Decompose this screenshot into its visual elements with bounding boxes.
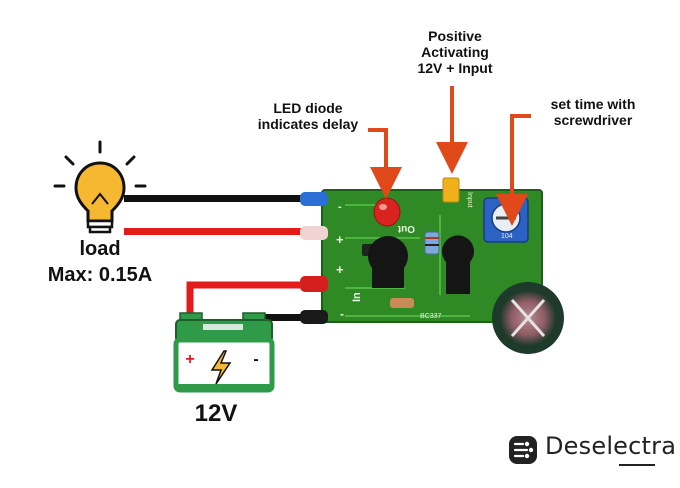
- pcb-out-plus: +: [336, 232, 344, 247]
- pcb-out-label: Out: [397, 223, 415, 234]
- battery-icon: [173, 312, 275, 393]
- callout-arrows: [368, 86, 531, 226]
- load-max-label: Max: 0.15A: [47, 264, 153, 286]
- pcb-in-plus: +: [336, 262, 344, 277]
- led-label: LED diode indicates delay: [257, 100, 359, 133]
- brand-name: Deselectra: [545, 432, 677, 460]
- arrow-timer: [496, 114, 531, 226]
- lightning-icon: [210, 350, 232, 385]
- pcb-transistor-label: BC337: [420, 313, 442, 320]
- brand-logo-icon: [509, 436, 537, 464]
- pcb-in-minus: -: [340, 307, 344, 321]
- load-label: load: [79, 238, 121, 260]
- timer-label: set time with screwdriver: [550, 96, 636, 129]
- pcb-board-name: Input: [466, 192, 473, 208]
- pcb-board: [300, 177, 564, 354]
- battery-voltage-label: 12V: [194, 400, 238, 427]
- pcb-trimmer-label: 104: [501, 233, 513, 240]
- battery-minus: -: [253, 351, 258, 368]
- battery-plus: +: [185, 351, 194, 368]
- pcb-in-label: In: [351, 292, 363, 302]
- pcb-out-minus: -: [338, 201, 342, 213]
- arrow-led: [368, 128, 402, 199]
- positive-input-label: Positive Activating 12V + Input: [417, 28, 493, 77]
- load-wires: [124, 195, 302, 235]
- brand-logo: Deselectra: [506, 430, 676, 470]
- battery-wires: [186, 281, 304, 321]
- brand-underline: [619, 464, 655, 466]
- light-bulb-icon: [53, 140, 147, 234]
